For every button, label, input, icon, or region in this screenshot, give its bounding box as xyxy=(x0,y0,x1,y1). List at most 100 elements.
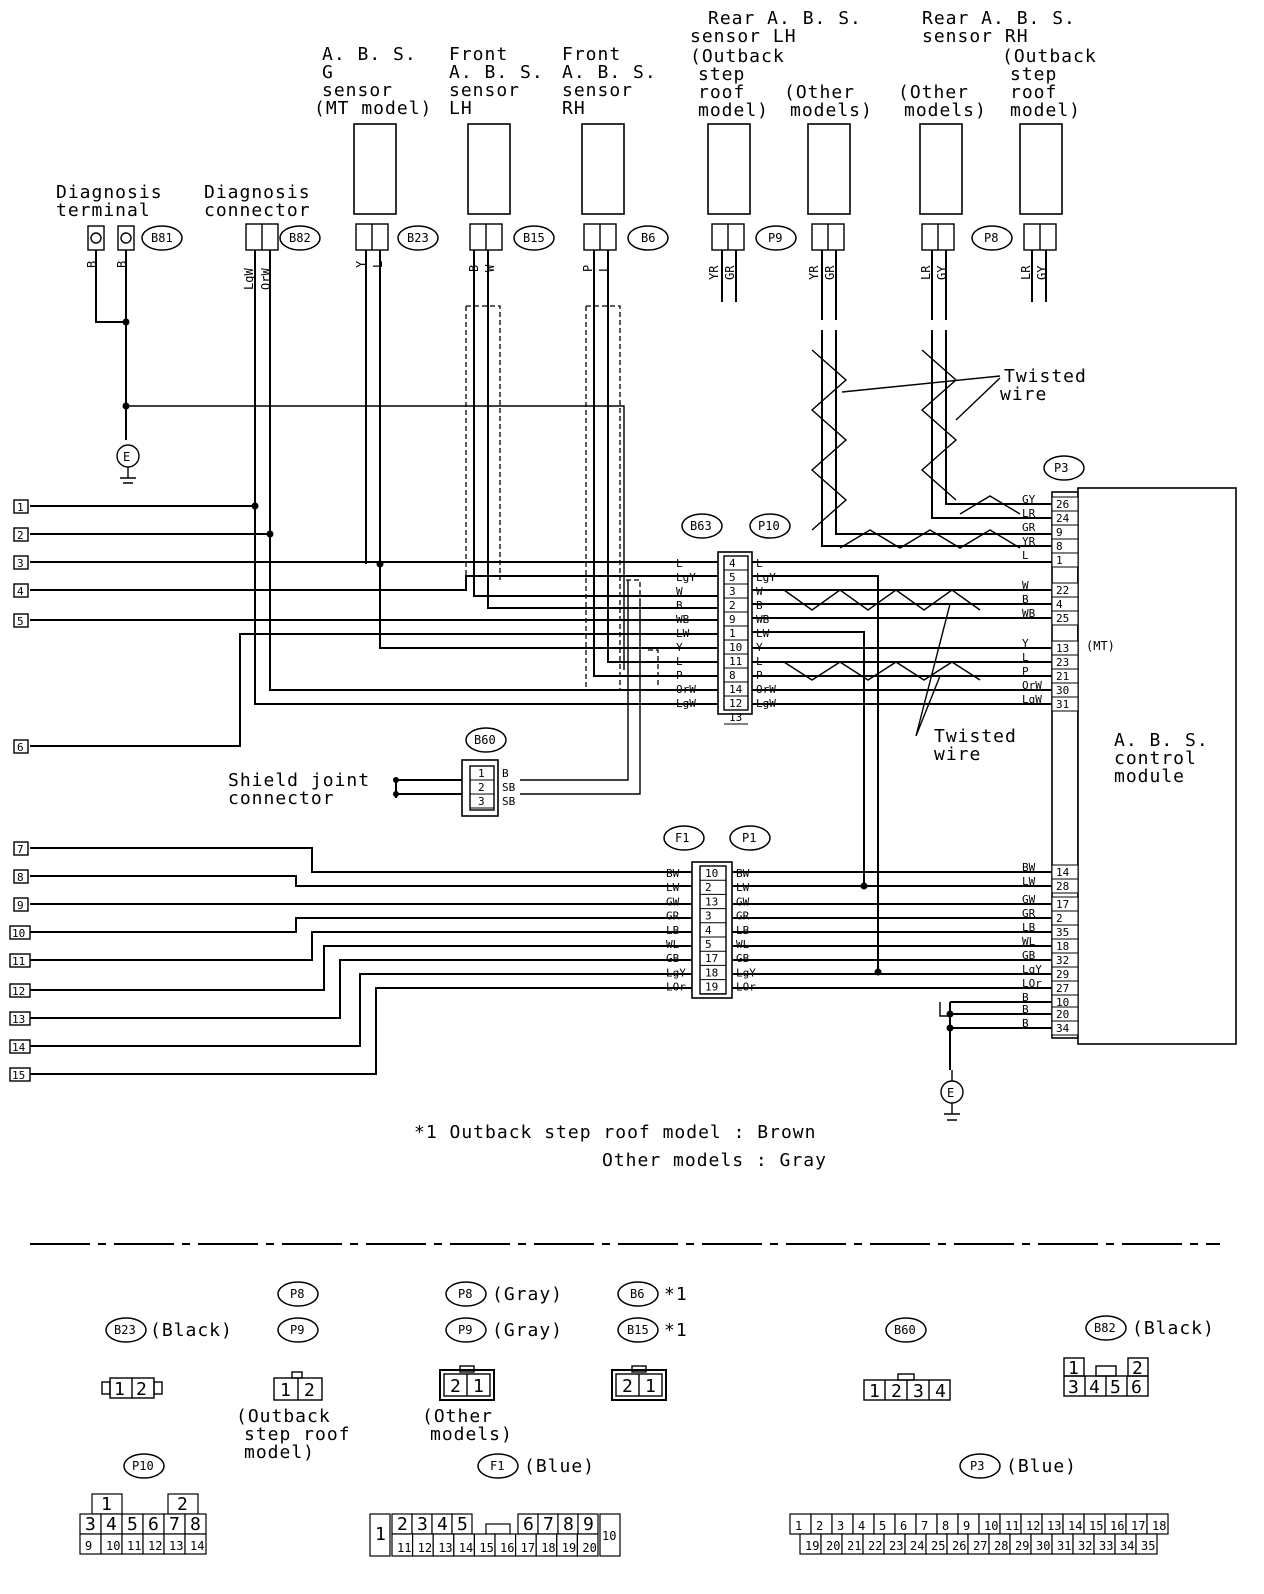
svg-text:B60: B60 xyxy=(894,1323,916,1337)
diagnosis-terminal-label: Diagnosis terminal xyxy=(56,182,163,221)
p3-wire-color: LgY xyxy=(1022,963,1042,976)
svg-text:4: 4 xyxy=(1089,1377,1101,1398)
svg-text:B23: B23 xyxy=(407,231,429,245)
pin-number: 16 xyxy=(500,1541,514,1555)
p3-pin: 9 xyxy=(1056,526,1063,539)
svg-text:A. B. S.: A. B. S. xyxy=(1114,730,1209,751)
b60-pin: 2 xyxy=(478,781,485,794)
svg-text:1: 1 xyxy=(645,1376,657,1397)
f1-pin: 19 xyxy=(705,981,718,994)
b60-pin: 1 xyxy=(478,767,485,780)
p3-pin: 17 xyxy=(1056,898,1069,911)
pin-number: 9 xyxy=(583,1514,595,1535)
b63-pin: 12 xyxy=(729,697,742,710)
svg-text:7: 7 xyxy=(17,843,24,856)
pin-number: 23 xyxy=(889,1539,903,1553)
svg-text:(Black): (Black) xyxy=(150,1320,233,1341)
svg-text:4: 4 xyxy=(935,1381,947,1402)
svg-text:B15: B15 xyxy=(523,231,545,245)
svg-text:P9: P9 xyxy=(768,231,782,245)
svg-text:(Outback: (Outback xyxy=(236,1406,331,1427)
pin-number: 6 xyxy=(900,1519,907,1533)
pin-number: 18 xyxy=(1152,1519,1166,1533)
svg-text:YR: YR xyxy=(807,265,821,280)
pin-number: 1 xyxy=(375,1524,387,1545)
f1-pin: 5 xyxy=(705,938,712,951)
p3-wire-color: OrW xyxy=(1022,679,1042,692)
b63-pin: 4 xyxy=(729,557,736,570)
svg-text:B81: B81 xyxy=(151,231,173,245)
svg-text:B82: B82 xyxy=(289,231,311,245)
sensor-wire-colors: B B LgW OrW Y L B W P L YR GR YR GR LR G… xyxy=(85,260,1049,290)
svg-text:sensor: sensor xyxy=(322,80,393,101)
b63-wire-color: LgW xyxy=(676,697,696,710)
legend-b6-b15: B6 *1 B15 *1 2 1 xyxy=(611,1281,688,1401)
svg-text:1: 1 xyxy=(114,1379,126,1400)
front-lh-sensor-label: Front A. B. S. sensor LH xyxy=(449,44,544,119)
p10-wire-color: W xyxy=(756,585,763,598)
svg-text:15: 15 xyxy=(12,1069,25,1082)
svg-text:(Outback: (Outback xyxy=(1002,46,1097,67)
p3-pin: 2 xyxy=(1056,912,1063,925)
f1-pin: 10 xyxy=(705,867,718,880)
p10-wire-color: B xyxy=(756,599,763,612)
rear-rh-sensor-label: Rear A. B. S. sensor RH (Other models) (… xyxy=(898,8,1097,121)
svg-text:sensor RH: sensor RH xyxy=(922,26,1029,47)
svg-text:(Other: (Other xyxy=(898,82,969,103)
svg-text:E: E xyxy=(947,1086,954,1100)
svg-text:A. B. S.: A. B. S. xyxy=(449,62,544,83)
p3-wire-color: GY xyxy=(1022,493,1036,506)
b63-wire-color: LgY xyxy=(676,571,696,584)
top-wiring: E xyxy=(30,250,1086,972)
pin-number: 11 xyxy=(397,1541,411,1555)
pin-number: 24 xyxy=(910,1539,924,1553)
svg-text:models): models) xyxy=(904,100,987,121)
pin-number: 6 xyxy=(148,1514,160,1535)
svg-text:(Outback: (Outback xyxy=(690,46,785,67)
pin-number: 17 xyxy=(521,1541,535,1555)
svg-text:GR: GR xyxy=(723,265,737,280)
svg-text:B: B xyxy=(115,261,129,268)
p3-pin: 31 xyxy=(1056,698,1069,711)
pin-number: 5 xyxy=(457,1514,469,1535)
svg-text:3: 3 xyxy=(17,557,24,570)
svg-text:1: 1 xyxy=(1068,1358,1080,1379)
svg-text:model): model) xyxy=(1010,100,1081,121)
pin-number: 27 xyxy=(973,1539,987,1553)
p3-pin: 29 xyxy=(1056,968,1069,981)
svg-text:B: B xyxy=(85,261,99,268)
svg-text:Diagnosis: Diagnosis xyxy=(56,182,163,203)
svg-text:P: P xyxy=(581,265,595,272)
svg-text:*1: *1 xyxy=(664,1284,688,1305)
b63-wire-color: OrW xyxy=(676,683,696,696)
svg-text:B63: B63 xyxy=(690,519,712,533)
p3-pin: 32 xyxy=(1056,954,1069,967)
svg-text:models): models) xyxy=(790,100,873,121)
pin-number: 2 xyxy=(397,1514,409,1535)
svg-text:LR: LR xyxy=(1019,265,1033,280)
svg-text:sensor: sensor xyxy=(449,80,520,101)
pin-number: 3 xyxy=(85,1514,97,1535)
pin-number: 15 xyxy=(1089,1519,1103,1533)
pin-number: 10 xyxy=(984,1519,998,1533)
svg-text:P3: P3 xyxy=(970,1459,984,1473)
svg-text:B23: B23 xyxy=(114,1323,136,1337)
p3-pin: 30 xyxy=(1056,684,1069,697)
front-rh-sensor-label: Front A. B. S. sensor RH xyxy=(562,44,656,119)
svg-text:1: 1 xyxy=(869,1381,881,1402)
pin-number: 4 xyxy=(858,1519,865,1533)
svg-text:(Gray): (Gray) xyxy=(492,1320,563,1341)
p3-wire-color: GB xyxy=(1022,949,1036,962)
pin-number: 3 xyxy=(837,1519,844,1533)
b63-pin: 13 xyxy=(729,711,742,724)
svg-text:(Other: (Other xyxy=(422,1406,493,1427)
pin-number: 14 xyxy=(190,1539,204,1553)
f1-p1-connector: F1 P1 xyxy=(663,825,771,999)
p1-wire-color: WL xyxy=(736,938,750,951)
p3-wire-color: LR xyxy=(1022,507,1036,520)
f1-pin: 18 xyxy=(705,966,718,979)
legend-b23: B23 (Black) 1 2 xyxy=(101,1317,233,1400)
svg-text:wire: wire xyxy=(934,744,981,765)
pin-number: 19 xyxy=(562,1541,576,1555)
